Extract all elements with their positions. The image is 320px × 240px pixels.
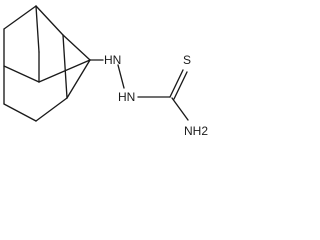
- thiosemicarbazide-structure: HN HN S NH2: [3, 5, 208, 138]
- atom-label-nh-lower: HN: [118, 90, 135, 104]
- bond-top-left: [3, 5, 37, 30]
- bond-left-lower: [3, 103, 37, 122]
- structure-canvas: HN HN S NH2: [0, 0, 216, 144]
- bond-top-inner: [35, 5, 40, 53]
- atom-label-amine: NH2: [184, 124, 208, 138]
- bond-c-nh2: [171, 97, 189, 121]
- substituent-chain: [89, 59, 189, 121]
- atom-label-nh-upper: HN: [104, 53, 121, 67]
- atom-label-sulfur: S: [183, 53, 191, 67]
- bond-quaternary-down: [66, 59, 91, 99]
- bond-inner-right: [38, 59, 91, 83]
- bond-top-right: [35, 5, 64, 36]
- bond-inner-left: [3, 65, 40, 83]
- bond-bottom-right: [35, 97, 68, 122]
- bond-c-s-inner: [173, 71, 188, 100]
- bond-nh-nh: [117, 64, 125, 89]
- adamantane-cage: [3, 5, 91, 122]
- bond-right-upper: [62, 34, 91, 61]
- bond-c-s-outer: [169, 69, 184, 98]
- bond-right-vertical: [62, 34, 68, 99]
